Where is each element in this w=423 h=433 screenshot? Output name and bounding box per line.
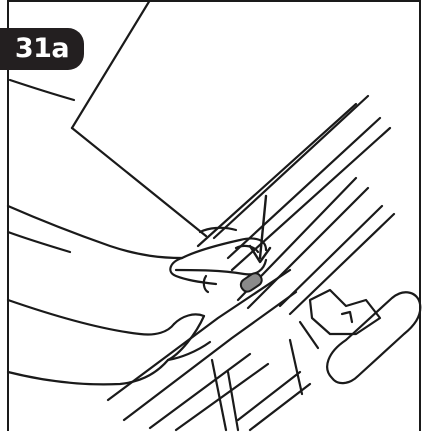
middle-finger-underside <box>174 314 204 324</box>
hand <box>8 206 266 384</box>
hinge-detail <box>342 312 352 322</box>
grip-outline <box>327 292 420 383</box>
frame-rail-b <box>124 292 296 420</box>
frame-lower-3 <box>290 340 302 394</box>
sleeve-edge <box>8 232 70 252</box>
background-curve <box>10 80 74 100</box>
frame-lower-2 <box>228 372 238 430</box>
index-finger-bottom <box>176 260 266 274</box>
middle-finger <box>8 300 174 335</box>
hand-back <box>8 206 182 258</box>
hinge-body <box>310 290 380 334</box>
canopy-lower-edge <box>72 128 206 236</box>
hinge-link <box>300 322 318 348</box>
cuff-fold <box>200 228 236 232</box>
step-badge: 31a <box>0 28 84 70</box>
canopy-left-edge <box>72 0 150 128</box>
thumb <box>168 316 204 360</box>
frame-tube-3 <box>228 118 380 258</box>
handle-grip <box>327 292 420 383</box>
